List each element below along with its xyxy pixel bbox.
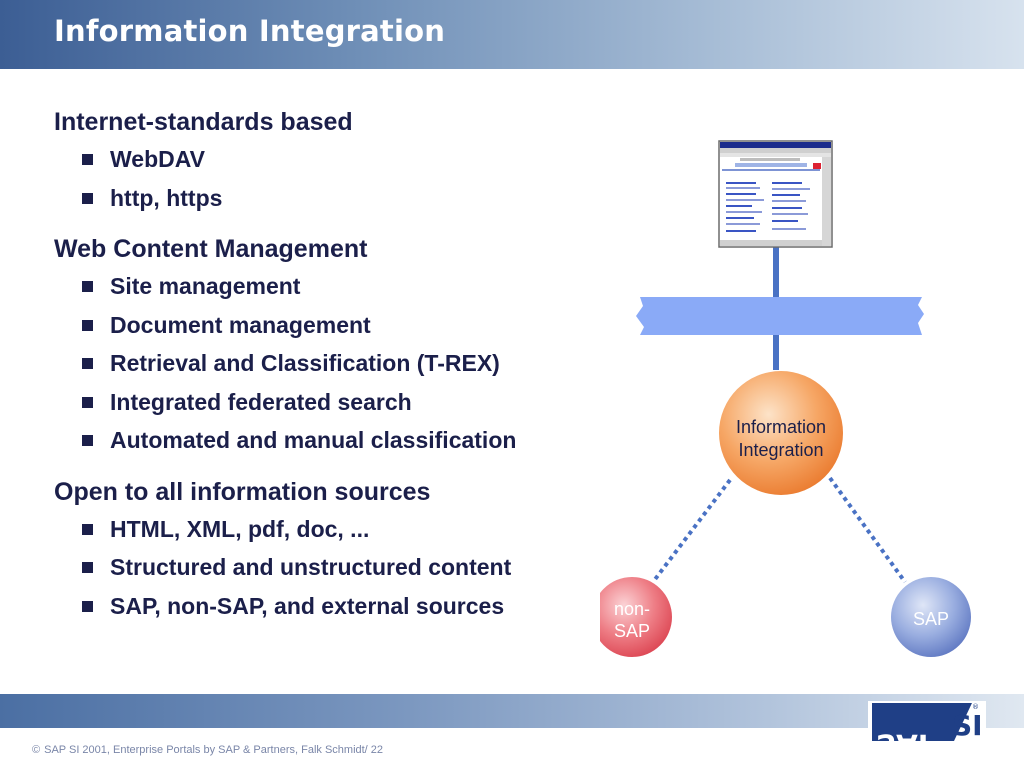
node-label-information-integration: Information Integration — [735, 417, 827, 460]
square-bullet-icon — [82, 281, 93, 292]
svg-text:®: ® — [972, 703, 979, 711]
sap-si-logo: SAP SI ® — [868, 701, 986, 747]
footer-copyright: ©SAP SI 2001, Enterprise Portals by SAP … — [32, 744, 383, 756]
svg-text:SI: SI — [952, 709, 983, 742]
page-title: Information Integration — [54, 14, 446, 48]
square-bullet-icon — [82, 435, 93, 446]
bullet-list-internet-standards: WebDAV http, https — [54, 140, 614, 217]
footer-bar — [0, 694, 1024, 728]
node-sap — [891, 577, 971, 657]
square-bullet-icon — [82, 154, 93, 165]
node-non-sap — [600, 577, 672, 657]
bullet-list-web-content-management: Site management Document management Retr… — [54, 267, 614, 460]
copyright-symbol: © — [32, 744, 41, 756]
integration-diagram — [600, 140, 971, 657]
connector-right — [828, 476, 907, 584]
bullet-item: Retrieval and Classification (T-REX) — [80, 344, 614, 383]
node-label-sap: SAP — [912, 609, 950, 629]
footer-text: SAP SI 2001, Enterprise Portals by SAP &… — [44, 744, 384, 756]
section-title-internet-standards: Internet-standards based — [54, 108, 353, 136]
bullet-item: Automated and manual classification — [80, 421, 614, 460]
square-bullet-icon — [82, 562, 93, 573]
section-title-web-content-management: Web Content Management — [54, 235, 368, 263]
bullet-item: HTML, XML, pdf, doc, ... — [80, 510, 614, 549]
bullet-item: WebDAV — [80, 140, 614, 179]
node-label-non-sap: non- SAP — [613, 599, 651, 641]
square-bullet-icon — [82, 523, 93, 535]
bullet-item: Integrated federated search — [80, 383, 614, 422]
bullet-item: Document management — [80, 306, 614, 345]
section-title-open-sources: Open to all information sources — [54, 477, 431, 506]
square-bullet-icon — [82, 396, 93, 408]
svg-text:SAP: SAP — [876, 728, 938, 747]
square-bullet-icon — [82, 600, 93, 612]
bullet-item: Structured and unstructured content — [80, 548, 614, 587]
bullet-content: Internet-standards based WebDAV http, ht… — [54, 104, 614, 639]
bullet-item: SAP, non-SAP, and external sources — [80, 587, 614, 626]
square-bullet-icon — [82, 319, 93, 331]
browser-window-icon — [718, 140, 833, 248]
portal-band — [636, 297, 924, 335]
bullet-item: http, https — [80, 179, 614, 218]
title-bar: Information Integration — [0, 0, 1024, 69]
square-bullet-icon — [82, 192, 93, 204]
connector-left — [651, 478, 732, 584]
bullet-list-open-sources: HTML, XML, pdf, doc, ... Structured and … — [54, 510, 614, 626]
square-bullet-icon — [82, 358, 93, 369]
bullet-item: Site management — [80, 267, 614, 306]
node-information-integration — [719, 371, 843, 495]
